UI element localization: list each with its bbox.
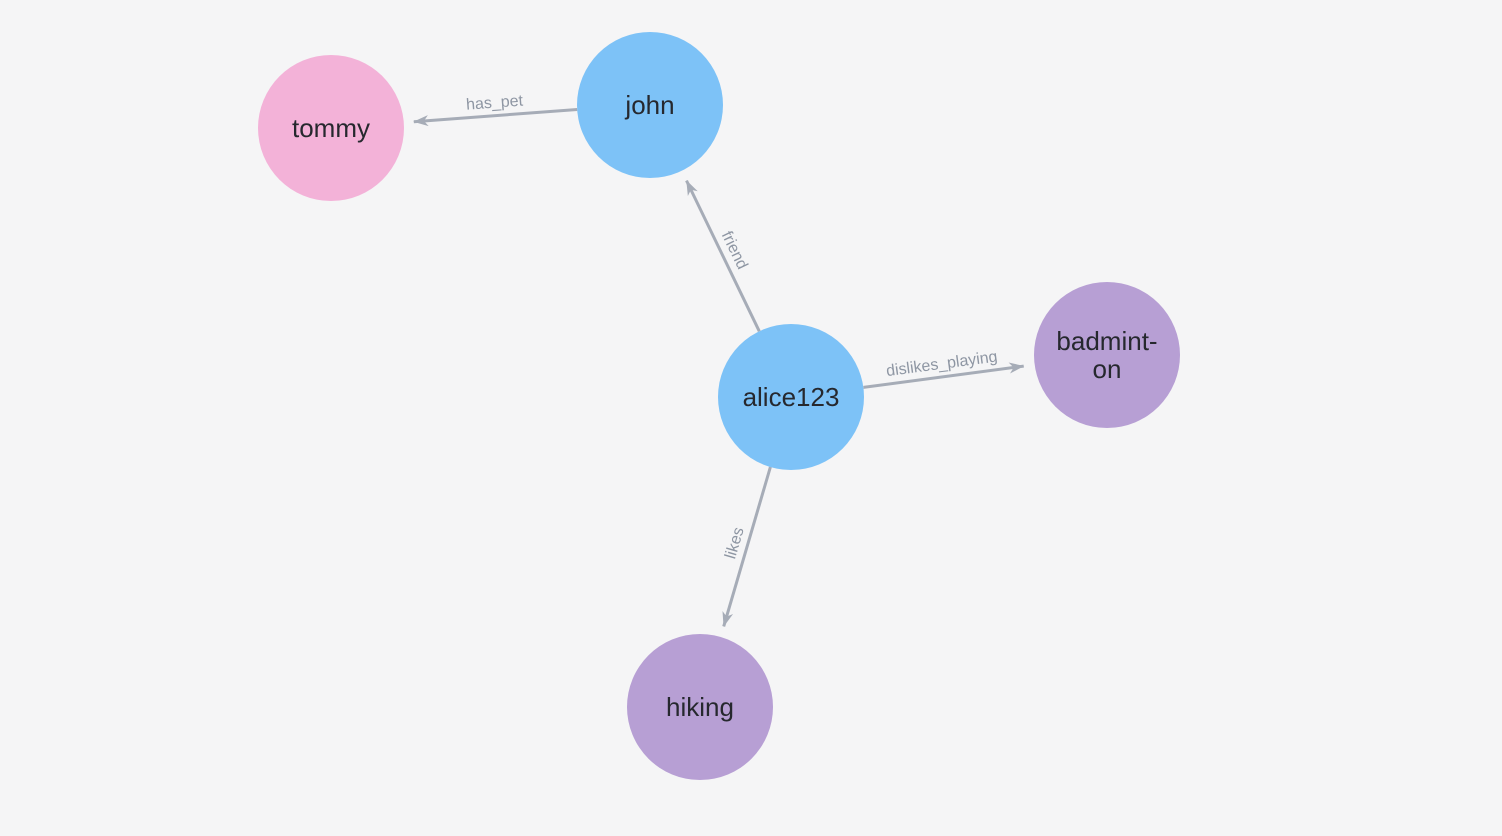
node-label-hiking: hiking bbox=[666, 691, 734, 722]
edge-likes: likes bbox=[722, 466, 772, 627]
edge-dislikes-playing: dislikes_playing bbox=[863, 348, 1025, 389]
edge-line-friend[interactable] bbox=[685, 179, 761, 332]
node-tommy[interactable]: tommy bbox=[258, 55, 404, 201]
node-label-alice123: alice123 bbox=[742, 381, 840, 412]
node-badminton[interactable]: badmint- on bbox=[1034, 282, 1180, 428]
edge-label-friend[interactable]: friend bbox=[718, 229, 751, 272]
node-label-badminton: badmint- on bbox=[1056, 325, 1158, 384]
edge-friend: friend bbox=[685, 179, 761, 332]
edge-line-has-pet[interactable] bbox=[413, 108, 578, 127]
node-label-john: john bbox=[625, 89, 675, 120]
edge-line-dislikes-playing[interactable] bbox=[863, 362, 1025, 389]
node-label-tommy: tommy bbox=[292, 112, 370, 143]
edge-label-has-pet[interactable]: has_pet bbox=[466, 92, 525, 113]
node-hiking[interactable]: hiking bbox=[627, 634, 773, 780]
node-alice123[interactable]: alice123 bbox=[718, 324, 864, 470]
edge-has-pet: has_pet bbox=[413, 92, 578, 127]
edge-label-dislikes-playing[interactable]: dislikes_playing bbox=[885, 348, 998, 380]
edge-line-likes[interactable] bbox=[722, 466, 772, 627]
node-john[interactable]: john bbox=[577, 32, 723, 178]
